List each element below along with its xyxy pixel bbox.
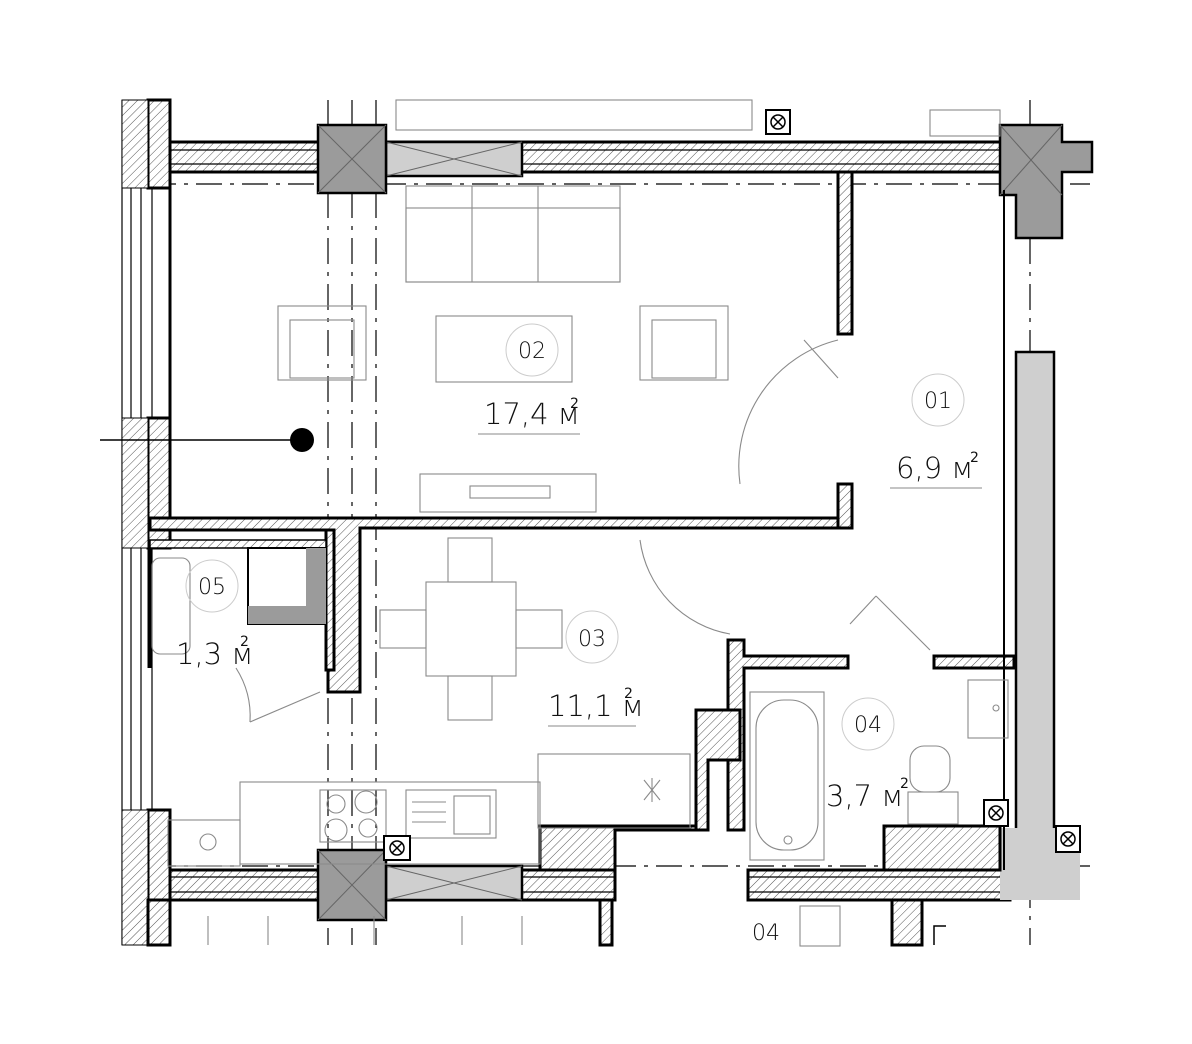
room-area-02-exp: 2 (570, 396, 579, 412)
room-label-05: 05 1,3 м 2 (176, 559, 253, 671)
bottom-wall (168, 864, 1012, 902)
section-marker (100, 428, 314, 452)
room-area-01: 6,9 м (896, 451, 973, 485)
room-area-05-exp: 2 (240, 634, 249, 650)
top-wall (168, 140, 1012, 178)
room-number-04: 04 (854, 713, 882, 738)
room-label-02: 02 17,4 м 2 (478, 323, 580, 435)
riser-shaft (1000, 350, 1080, 900)
room-number-03: 03 (578, 627, 606, 652)
adjacent-room-number: 04 (752, 921, 780, 946)
room-area-03: 11,1 м (548, 689, 644, 723)
room-label-03: 03 11,1 м 2 (548, 610, 644, 727)
furniture (151, 185, 1009, 867)
interior-walls (147, 170, 1016, 872)
lower-neighbour (146, 99, 1001, 947)
room-number-02: 02 (518, 339, 546, 364)
structural-columns (316, 123, 1094, 922)
doors (235, 339, 931, 723)
room-number-05: 05 (198, 575, 226, 600)
room-area-01-exp: 2 (970, 450, 979, 466)
room-label-04: 04 3,7 м 2 (826, 697, 909, 813)
room-number-01: 01 (924, 389, 952, 414)
room-area-04-exp: 2 (900, 776, 909, 792)
room-area-02: 17,4 м (484, 397, 580, 431)
room-area-03-exp: 2 (624, 686, 633, 702)
room-area-04: 3,7 м (826, 779, 903, 813)
room-label-01: 01 6,9 м 2 (890, 373, 982, 489)
room-area-05: 1,3 м (176, 637, 253, 671)
